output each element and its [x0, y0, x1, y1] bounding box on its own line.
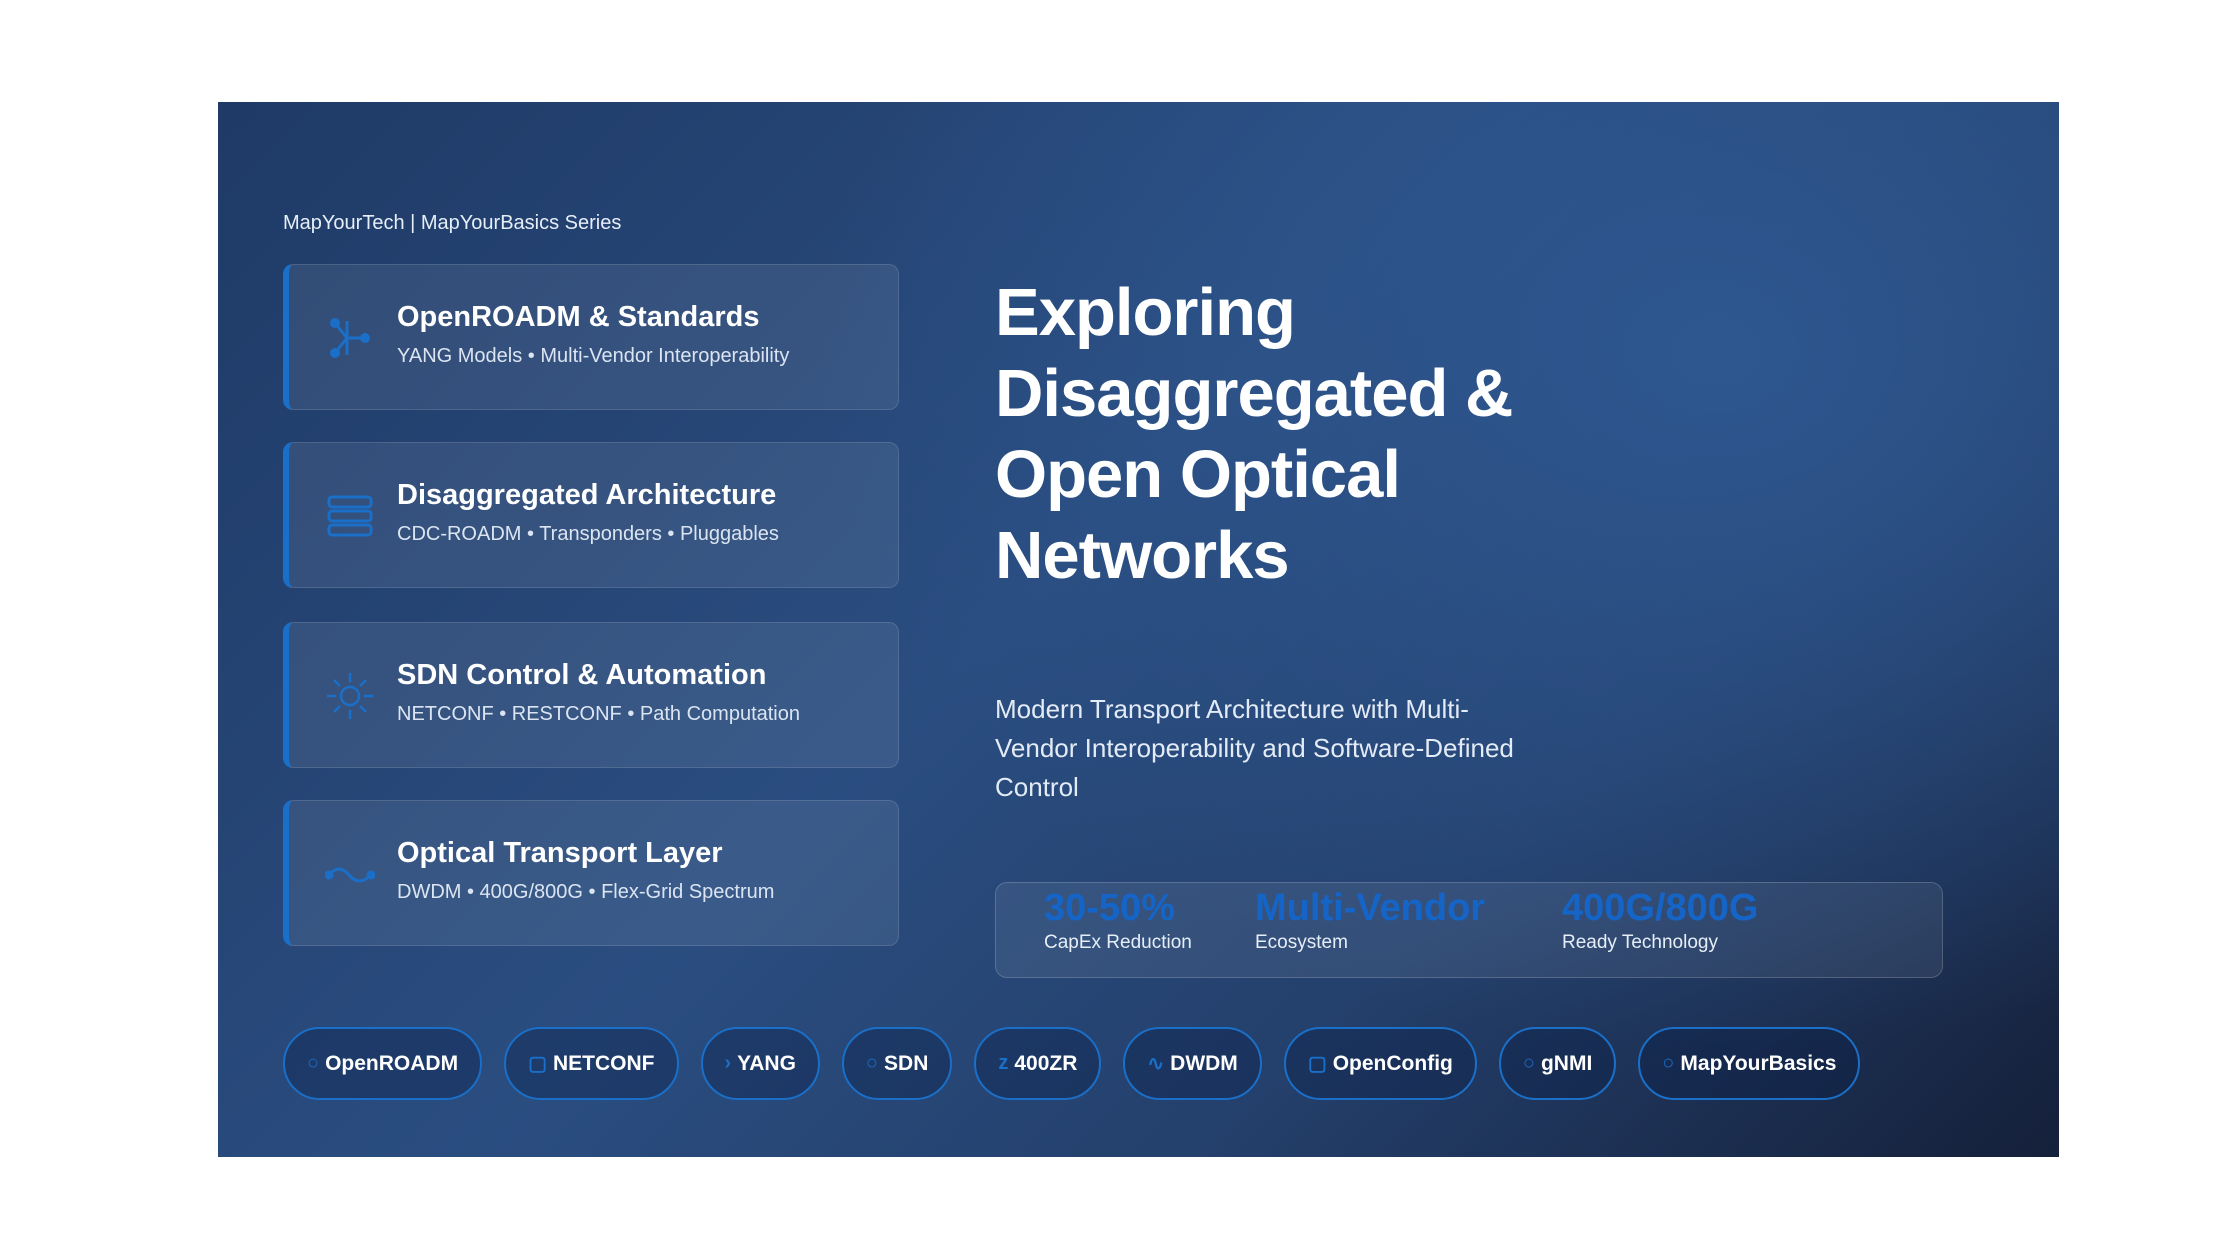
- card-title: SDN Control & Automation: [397, 659, 767, 691]
- card-title: Disaggregated Architecture: [397, 479, 777, 511]
- topic-card-architecture: Disaggregated Architecture CDC-ROADM • T…: [283, 442, 899, 588]
- card-subtitle: CDC-ROADM • Transponders • Pluggables: [397, 523, 779, 545]
- stat-value: 30-50%: [1044, 887, 1175, 929]
- stat-capex: 30-50% CapEx Reduction: [1044, 887, 1192, 954]
- layers-stack-icon: [327, 495, 373, 537]
- stat-value: 400G/800G: [1562, 887, 1759, 929]
- circle-icon: ○: [307, 1052, 320, 1074]
- tag-sdn[interactable]: ○SDN: [841, 1027, 953, 1100]
- card-title: OpenROADM & Standards: [397, 301, 760, 333]
- circle-icon: ○: [1522, 1052, 1535, 1074]
- title-line: Disaggregated &: [995, 356, 1513, 431]
- stat-speed: 400G/800G Ready Technology: [1562, 887, 1758, 954]
- square-icon: ▢: [1307, 1053, 1327, 1075]
- title-line: Open Optical: [995, 437, 1401, 512]
- tag-label: OpenConfig: [1332, 1051, 1453, 1075]
- sun-control-icon: [327, 673, 373, 719]
- tag-label: SDN: [884, 1051, 929, 1075]
- tag-netconf[interactable]: ▢ NETCONF: [504, 1027, 679, 1100]
- circle-icon: ○: [865, 1052, 879, 1074]
- topic-card-sdn: SDN Control & Automation NETCONF • RESTC…: [283, 622, 899, 768]
- tag-openroadm[interactable]: ○OpenROADM: [283, 1027, 483, 1100]
- tag-dwdm[interactable]: ∿DWDM: [1123, 1027, 1262, 1100]
- wave-icon: [325, 867, 375, 883]
- tag-label: YANG: [737, 1051, 796, 1075]
- stat-label: Ready Technology: [1562, 932, 1718, 953]
- network-hub-icon: [330, 318, 370, 358]
- card-subtitle: NETCONF • RESTCONF • Path Computation: [397, 703, 800, 725]
- series-label: MapYourTech | MapYourBasics Series: [283, 212, 622, 234]
- tag-label: NETCONF: [553, 1051, 655, 1075]
- title-line: Networks: [995, 518, 1290, 593]
- z-icon: z: [998, 1052, 1009, 1074]
- card-subtitle: YANG Models • Multi-Vendor Interoperabil…: [397, 345, 790, 367]
- tag-openconfig[interactable]: ▢OpenConfig: [1283, 1027, 1477, 1100]
- card-title: Optical Transport Layer: [397, 837, 723, 869]
- tag-label: OpenROADM: [325, 1051, 459, 1075]
- page-subtitle: Modern Transport Architecture with Multi…: [995, 694, 1514, 802]
- wave-icon: ∿: [1147, 1053, 1165, 1075]
- tag-mapyourbasics[interactable]: ○MapYourBasics: [1638, 1027, 1861, 1100]
- tag-gnmi[interactable]: ○gNMI: [1498, 1027, 1617, 1100]
- tag-label: gNMI: [1540, 1051, 1593, 1075]
- topic-card-optical: Optical Transport Layer DWDM • 400G/800G…: [283, 800, 899, 946]
- stat-label: Ecosystem: [1255, 932, 1348, 953]
- card-subtitle: DWDM • 400G/800G • Flex-Grid Spectrum: [397, 881, 775, 903]
- chevron-right-icon: ›: [724, 1052, 732, 1074]
- page-title: Exploring Disaggregated & Open Optical N…: [995, 272, 1513, 596]
- square-icon: ▢: [528, 1053, 547, 1075]
- tag-label: DWDM: [1170, 1051, 1238, 1075]
- stat-label: CapEx Reduction: [1044, 932, 1192, 953]
- stat-value: Multi-Vendor: [1255, 887, 1486, 929]
- title-line: Exploring: [995, 275, 1296, 350]
- circle-icon: ○: [1662, 1052, 1675, 1074]
- tag-label: MapYourBasics: [1680, 1051, 1837, 1075]
- slide: MapYourTech | MapYourBasics Series OpenR…: [218, 102, 2059, 1157]
- tag-label: 400ZR: [1014, 1051, 1078, 1075]
- topic-card-openroadm: OpenROADM & Standards YANG Models • Mult…: [283, 264, 899, 410]
- tag-yang[interactable]: ›YANG: [700, 1027, 820, 1100]
